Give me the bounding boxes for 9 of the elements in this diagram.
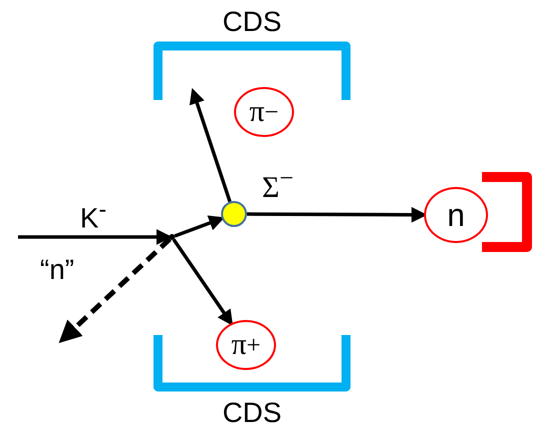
arrow bbox=[172, 238, 233, 326]
arrow bbox=[174, 216, 225, 238]
detector-label: CDS bbox=[221, 8, 283, 36]
detector-label: CDS bbox=[221, 399, 283, 427]
particle-circle: n bbox=[424, 187, 488, 243]
interaction-point bbox=[169, 234, 175, 240]
vertex-circle bbox=[221, 201, 247, 227]
dashed-arrow bbox=[58, 237, 172, 344]
arrow bbox=[190, 88, 232, 202]
